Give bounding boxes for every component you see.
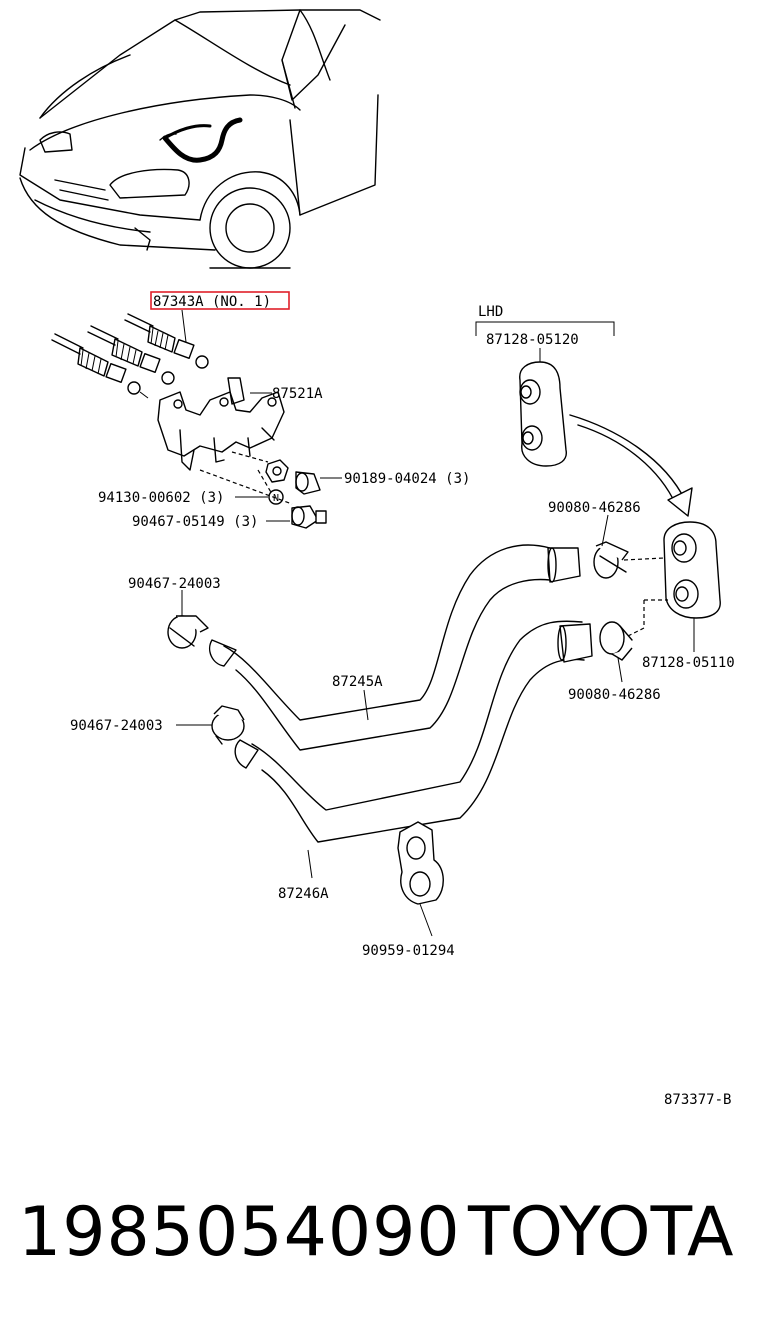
clamp-90080-bottom-icon [599,621,633,661]
label-87128-05120[interactable]: 87128-05120 [486,332,579,348]
label-90467-24003-bottom[interactable]: 90467-24003 [70,718,163,734]
label-94130-00602[interactable]: 94130-00602 (3) [98,490,224,506]
label-87246A[interactable]: 87246A [278,886,329,902]
nozzle-3-icon [51,333,149,399]
clip-90959-icon [397,821,444,937]
nozzle-2-icon [87,325,175,385]
nozzle-assembly: N [51,313,327,529]
label-87245A[interactable]: 87245A [332,674,383,690]
label-90959-01294[interactable]: 90959-01294 [362,943,455,959]
nut-marker-icon [268,489,284,505]
bracket-icon [157,377,285,471]
highlight-box [150,291,290,310]
nut-90189-icon [265,459,321,495]
hose-87246A-icon [234,620,593,843]
label-90080-46286-top[interactable]: 90080-46286 [548,500,641,516]
label-lhd: LHD [478,304,503,320]
grommet-87128-05110-icon [663,521,721,652]
drawing-reference: 873377-B [664,1092,731,1108]
part-number: 1985054090 [18,1193,461,1272]
label-87343A[interactable]: 87343A (NO. 1) [153,294,271,310]
lhd-group [475,321,693,517]
footer: 1985054090 TOYOTA [0,1180,760,1300]
car-illustration [19,9,381,269]
nut-marker-text: N [273,493,279,504]
nozzle-1-icon [124,313,209,369]
clamp-90467-bottom-icon [211,705,245,745]
clamp-90467-top-icon [167,615,209,649]
brand-name: TOYOTA [468,1193,734,1272]
label-90467-05149[interactable]: 90467-05149 (3) [132,514,258,530]
leader-lines [176,309,623,879]
label-87521A[interactable]: 87521A [272,386,323,402]
grommet-87128-05120-icon [519,361,567,467]
bolt-90467-05149-icon [291,505,327,529]
label-90189-04024[interactable]: 90189-04024 (3) [344,471,470,487]
clamp-90080-top-icon [593,541,629,579]
hose-87245A-icon [208,544,581,751]
label-90467-24003-top[interactable]: 90467-24003 [128,576,221,592]
label-90080-46286-bottom[interactable]: 90080-46286 [568,687,661,703]
label-87128-05110[interactable]: 87128-05110 [642,655,735,671]
